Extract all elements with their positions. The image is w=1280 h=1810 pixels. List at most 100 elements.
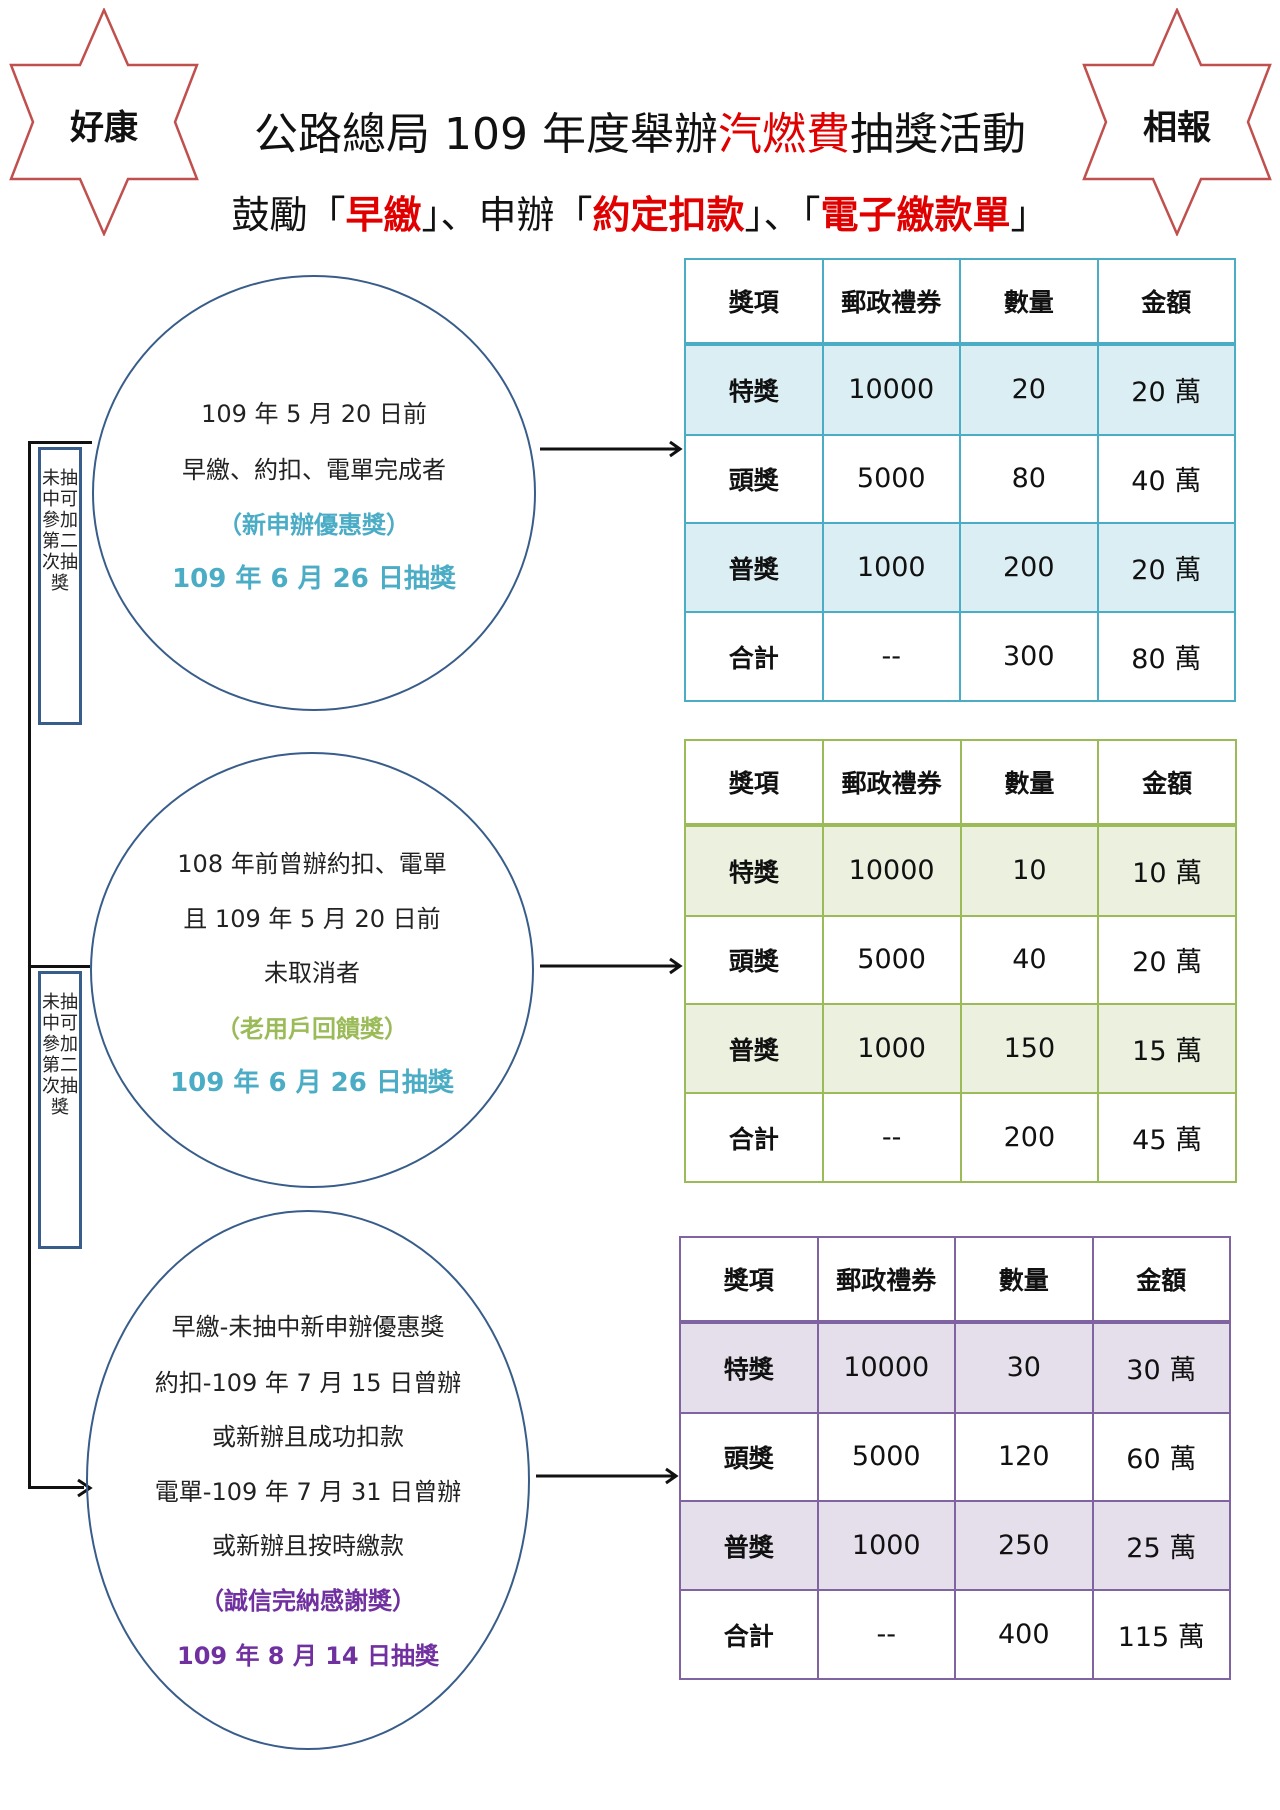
draw-date: 109 年 8 月 14 日抽獎 (177, 1642, 439, 1670)
subtitle-highlight: 電子繳款單 (820, 193, 1011, 237)
table-cell: 特獎 (684, 823, 824, 917)
connector-line (28, 441, 92, 444)
subtitle: 鼓勵「早繳」、申辦「約定扣款」、「電子繳款單」 (0, 184, 1280, 239)
table-cell: 40 萬 (1096, 433, 1236, 525)
draw-date: 109 年 6 月 26 日抽獎 (172, 564, 456, 594)
criteria-line: 約扣-109 年 7 月 15 日曾辦 (154, 1369, 462, 1397)
title-part: 抽獎活動 (849, 109, 1026, 160)
table-header-cell: 金額 (1096, 258, 1236, 346)
table-cell: 20 (959, 342, 1099, 436)
table-cell: 80 萬 (1096, 611, 1236, 702)
table-cell: 10 萬 (1097, 823, 1237, 917)
star-badge-left-icon (9, 8, 199, 236)
criteria-line: 或新辦且按時繳款 (212, 1532, 404, 1560)
title-highlight: 汽燃費 (717, 109, 850, 160)
criteria-line: 且 109 年 5 月 20 日前 (183, 905, 441, 933)
table-cell: 5000 (821, 914, 962, 1006)
subtitle-text: 鼓勵「 (231, 193, 346, 237)
table-cell: 1000 (821, 1003, 962, 1095)
table-cell: 200 (959, 1092, 1100, 1183)
subtitle-text: 」 (1010, 193, 1049, 237)
table-cell: -- (821, 1092, 962, 1183)
table-cell: 頭獎 (679, 1411, 819, 1503)
table-cell: 400 (954, 1589, 1094, 1680)
criteria-line: 電單-109 年 7 月 31 日曾辦 (154, 1478, 462, 1506)
criteria-circle-2 (90, 752, 534, 1188)
criteria-line: 未取消者 (264, 959, 360, 987)
award-name: （老用戶回饋獎） (216, 1015, 408, 1043)
table-cell: 1000 (821, 522, 961, 614)
table-header-cell: 數量 (959, 258, 1099, 346)
table-cell: 20 萬 (1097, 914, 1237, 1006)
table-cell: 合計 (679, 1589, 819, 1680)
table-cell: 特獎 (679, 1320, 819, 1414)
table-header-row: 獎項郵政禮券數量金額 (679, 1236, 1231, 1324)
table-cell: 10000 (816, 1320, 956, 1414)
table-cell: 合計 (684, 1092, 824, 1183)
table-header-cell: 獎項 (684, 258, 824, 346)
table-cell: 25 萬 (1091, 1500, 1231, 1592)
criteria-line: 早繳-未抽中新申辦優惠獎 (171, 1313, 445, 1341)
connector-line (28, 1486, 84, 1489)
table-cell: 普獎 (679, 1500, 819, 1592)
subtitle-highlight: 早繳 (345, 193, 422, 237)
award-name: （新申辦優惠獎） (218, 511, 410, 539)
subtitle-text: 」、「 (744, 193, 821, 237)
award-name: （誠信完納感謝獎） (200, 1587, 416, 1615)
table-cell: 120 (954, 1411, 1094, 1503)
side-note-1: 未抽中可參加第二次抽獎 (38, 447, 82, 725)
table-header-cell: 郵政禮券 (816, 1236, 956, 1324)
badge-left-label: 好康 (70, 108, 138, 148)
table-cell: 頭獎 (684, 914, 824, 1006)
table-cell: 10000 (821, 342, 961, 436)
table-header-cell: 獎項 (679, 1236, 819, 1324)
table-cell: 20 萬 (1096, 522, 1236, 614)
table-cell: 45 萬 (1097, 1092, 1237, 1183)
table-header-row: 獎項郵政禮券數量金額 (684, 258, 1236, 346)
table-cell: 特獎 (684, 342, 824, 436)
table-header-cell: 獎項 (684, 739, 824, 827)
table-cell: 300 (959, 611, 1099, 702)
connector-line (28, 965, 90, 968)
table-cell: 150 (959, 1003, 1100, 1095)
table-cell: 40 (959, 914, 1100, 1006)
table-cell: 250 (954, 1500, 1094, 1592)
arrow-right-icon (540, 957, 683, 975)
table-header-cell: 金額 (1097, 739, 1237, 827)
table-cell: 30 (954, 1320, 1094, 1414)
star-badge-right-icon (1082, 8, 1272, 236)
criteria-circle-1 (92, 275, 536, 711)
table-cell: 頭獎 (684, 433, 824, 525)
criteria-line: 早繳、約扣、電單完成者 (182, 456, 446, 484)
table-header-cell: 金額 (1091, 1236, 1231, 1324)
draw-date: 109 年 6 月 26 日抽獎 (170, 1068, 454, 1098)
title-part: 公路總局 109 年度舉辦 (254, 109, 718, 160)
arrow-right-icon (540, 440, 683, 458)
subtitle-text: 」、申辦「 (421, 193, 593, 237)
table-cell: 10 (959, 823, 1100, 917)
table-cell: 20 萬 (1096, 342, 1236, 436)
criteria-line: 109 年 5 月 20 日前 (201, 400, 427, 428)
table-cell: 普獎 (684, 1003, 824, 1095)
table-header-cell: 郵政禮券 (821, 258, 961, 346)
table-cell: -- (816, 1589, 956, 1680)
table-cell: 30 萬 (1091, 1320, 1231, 1414)
criteria-circle-3 (86, 1210, 530, 1750)
page-title: 公路總局 109 年度舉辦汽燃費抽獎活動 (0, 98, 1280, 162)
table-header-cell: 郵政禮券 (821, 739, 962, 827)
table-cell: -- (821, 611, 961, 702)
subtitle-highlight: 約定扣款 (592, 193, 745, 237)
table-cell: 5000 (816, 1411, 956, 1503)
